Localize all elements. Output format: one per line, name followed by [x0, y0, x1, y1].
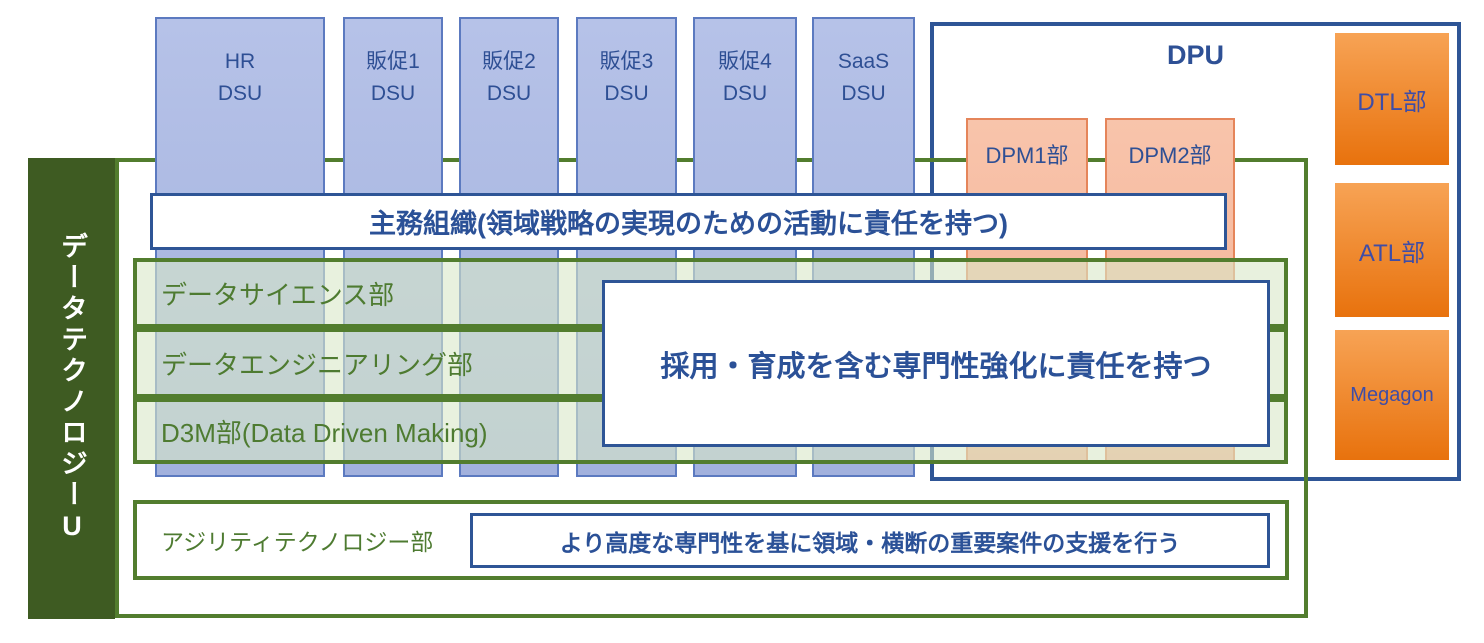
specialty-note: 採用・育成を含む専門性強化に責任を持つ — [602, 280, 1270, 447]
function-row-data-engineering-label: データエンジニアリング部 — [161, 349, 474, 380]
agility-note: より高度な専門性を基に領域・横断の重要案件の支援を行う — [470, 513, 1270, 568]
dsu-column-hansoku2-line2: DSU — [486, 81, 532, 105]
agility-note-text: より高度な専門性を基に領域・横断の重要案件の支援を行う — [559, 529, 1181, 556]
agility-technology-label: アジリティテクノロジー部 — [161, 529, 434, 555]
dsu-column-hr-line1: HR — [224, 50, 256, 73]
dsu-column-hansoku4-line2: DSU — [722, 81, 768, 105]
dpu-label: DPU — [1166, 40, 1224, 70]
dtl-label: DTL部 — [1357, 88, 1427, 116]
primary-org-note-text: 主務組織(領域戦略の実現のための活動に責任を持つ) — [369, 209, 1008, 239]
megagon-box: Megagon — [1335, 330, 1449, 460]
function-row-d3m-label: D3M部(Data Driven Making) — [161, 417, 488, 448]
primary-org-note: 主務組織(領域戦略の実現のための活動に責任を持つ) — [150, 193, 1227, 250]
dsu-column-hansoku4-line1: 販促4 — [718, 50, 772, 73]
dtl-box: DTL部 — [1335, 33, 1449, 165]
atl-label: ATL部 — [1358, 239, 1426, 267]
data-technology-unit-label: データテクノロジーU — [57, 232, 87, 545]
dsu-column-hansoku3-line1: 販促3 — [599, 50, 654, 73]
specialty-note-text: 採用・育成を含む専門性強化に責任を持つ — [660, 350, 1212, 383]
dsu-column-hansoku2-line1: 販促2 — [482, 50, 536, 73]
dsu-column-hansoku1-line2: DSU — [370, 81, 416, 105]
dsu-column-hr-line2: DSU — [217, 81, 263, 105]
dsu-column-saas-line2: DSU — [841, 81, 886, 105]
dpm2-label: DPM2部 — [1128, 143, 1212, 168]
dsu-column-hansoku1-line1: 販促1 — [366, 50, 420, 73]
megagon-label: Megagon — [1350, 383, 1434, 406]
dpm1-label: DPM1部 — [985, 143, 1069, 168]
function-row-data-science-label: データサイエンス部 — [161, 279, 395, 310]
dsu-column-saas-line1: SaaS — [837, 50, 890, 73]
dpu-box — [930, 22, 1461, 481]
atl-box: ATL部 — [1335, 183, 1449, 317]
data-technology-unit-bar: データテクノロジーU — [28, 158, 115, 619]
dsu-column-hansoku3-line2: DSU — [604, 81, 649, 105]
